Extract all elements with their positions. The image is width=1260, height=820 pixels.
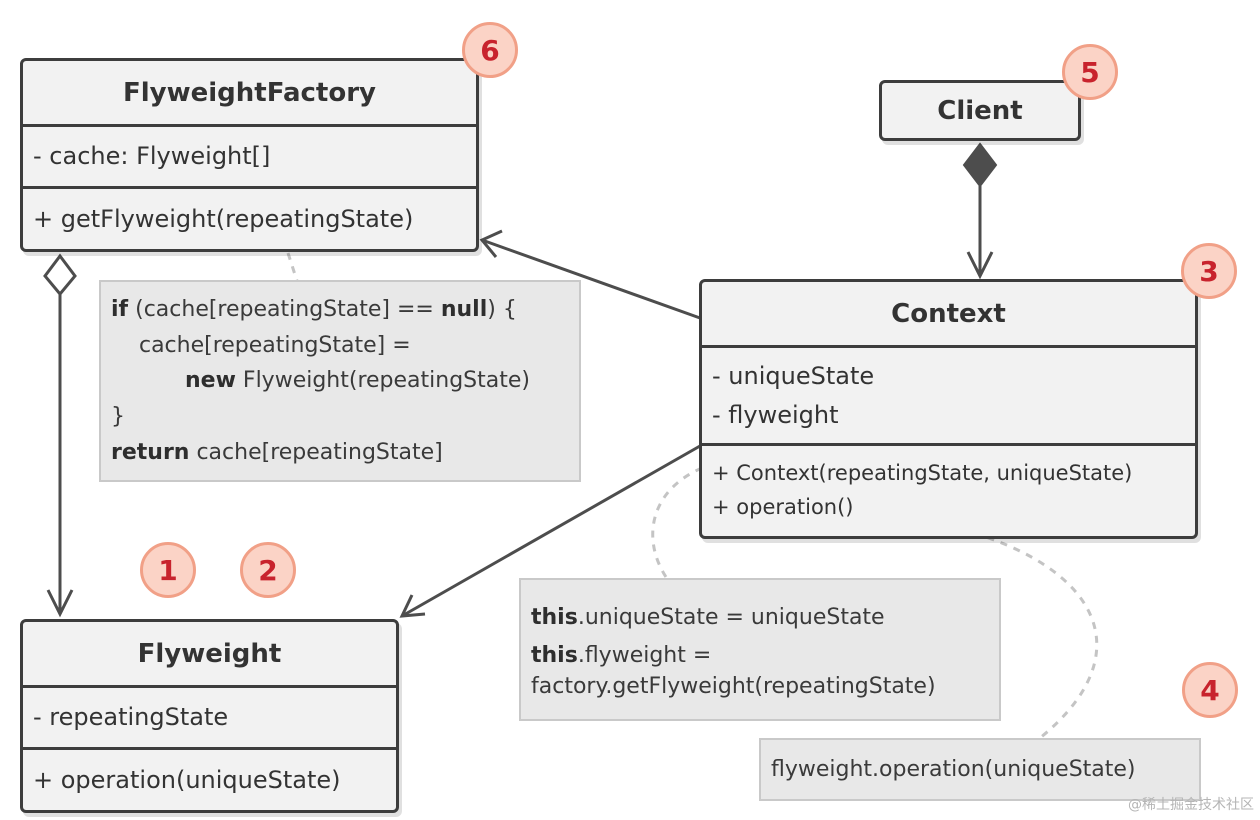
class-name: Context xyxy=(702,282,1195,348)
keyword: return xyxy=(111,439,190,465)
code-line: this.uniqueState = uniqueState xyxy=(531,600,989,636)
fields-section: - repeatingState xyxy=(23,688,396,750)
methods-section: + Context(repeatingState, uniqueState) +… xyxy=(702,446,1195,536)
field: - flyweight xyxy=(712,400,839,429)
flyweight-class: Flyweight - repeatingState + operation(u… xyxy=(20,619,399,813)
aggregation-diamond xyxy=(43,253,77,297)
code-text: Flyweight(repeatingState) xyxy=(235,368,530,394)
keyword: if xyxy=(111,297,129,322)
code-line: new Flyweight(repeatingState) xyxy=(111,363,569,399)
composition-diamond xyxy=(962,142,998,188)
methods-section: + operation(uniqueState) xyxy=(23,750,396,810)
keyword: null xyxy=(440,297,488,322)
code-text: ) { xyxy=(487,297,517,322)
class-name: Client xyxy=(937,95,1023,126)
code-text: (cache[repeatingState] == xyxy=(128,297,441,322)
step-badge-1: 1 xyxy=(140,542,196,598)
code-line: } xyxy=(111,403,125,429)
methods-section: + getFlyweight(repeatingState) xyxy=(23,189,476,249)
client-class: Client xyxy=(879,80,1081,141)
operation-code-note: flyweight.operation(uniqueState) xyxy=(759,738,1201,801)
step-badge-4: 4 xyxy=(1182,662,1238,718)
factory-code-note: if (cache[repeatingState] == null) { cac… xyxy=(99,280,581,482)
step-badge-3: 3 xyxy=(1181,243,1237,299)
class-name: FlyweightFactory xyxy=(23,61,476,127)
code-text: cache[repeatingState] xyxy=(189,439,443,465)
class-name: Flyweight xyxy=(23,622,396,688)
context-class: Context - uniqueState - flyweight + Cont… xyxy=(699,279,1198,539)
context-factory-link xyxy=(481,238,701,320)
step-badge-2: 2 xyxy=(240,542,296,598)
code-line: factory.getFlyweight(repeatingState) xyxy=(531,674,936,700)
code-line: this.flyweight = xyxy=(531,638,989,674)
method: + operation() xyxy=(712,495,854,519)
context-code-note: this.uniqueState = uniqueState this.flyw… xyxy=(519,578,1001,721)
arrowhead-to-factory xyxy=(479,229,503,258)
code-line: return cache[repeatingState] xyxy=(111,435,569,471)
step-badge-6: 6 xyxy=(462,22,518,78)
method: + operation(uniqueState) xyxy=(33,765,341,794)
fields-section: - uniqueState - flyweight xyxy=(702,348,1195,446)
arrowhead-to-context xyxy=(966,251,994,280)
code-text: .uniqueState = uniqueState xyxy=(577,605,885,630)
field: - repeatingState xyxy=(33,703,229,732)
keyword: new xyxy=(185,368,236,394)
step-badge-5: 5 xyxy=(1062,44,1118,100)
code-line: cache[repeatingState] = xyxy=(111,332,411,358)
context-flyweight-link xyxy=(401,444,701,618)
code-text: .flyweight = xyxy=(577,642,712,668)
flyweight-factory-class: FlyweightFactory - cache: Flyweight[] + … xyxy=(20,58,479,252)
factory-note-connector xyxy=(286,252,300,285)
fields-section: - cache: Flyweight[] xyxy=(23,127,476,189)
keyword: this xyxy=(531,642,578,668)
arrowhead-to-flyweight-2 xyxy=(399,594,426,618)
arrowhead-to-flyweight xyxy=(46,589,74,618)
field: - cache: Flyweight[] xyxy=(33,142,271,171)
method: + Context(repeatingState, uniqueState) xyxy=(712,461,1133,486)
context-note-connector xyxy=(651,466,703,581)
field: - uniqueState xyxy=(712,362,875,391)
code-line: if (cache[repeatingState] == null) { xyxy=(111,292,569,328)
code-line: flyweight.operation(uniqueState) xyxy=(771,756,1136,782)
method: + getFlyweight(repeatingState) xyxy=(33,204,414,233)
watermark: @稀土掘金技术社区 xyxy=(1128,797,1254,813)
keyword: this xyxy=(531,605,578,630)
